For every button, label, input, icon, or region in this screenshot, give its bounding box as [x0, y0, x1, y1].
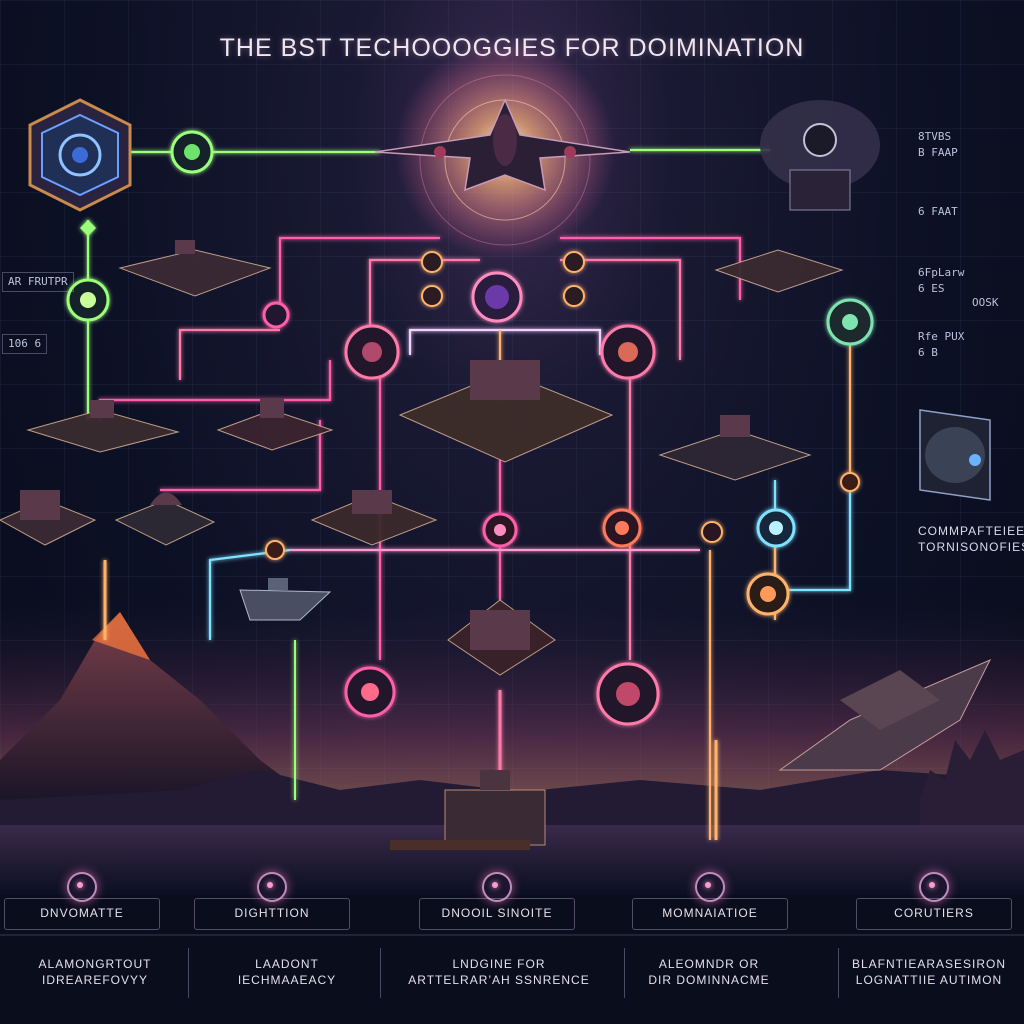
- category-label: DNOOIL SINOITE: [441, 906, 553, 920]
- hex-module-left: [28, 98, 132, 236]
- left-label-2: 106 6: [2, 334, 48, 354]
- category-frame: [194, 898, 350, 930]
- tech-nodes: [66, 130, 874, 726]
- separator: [380, 948, 381, 998]
- right-label-5: 6 ES: [918, 282, 945, 295]
- poster-title: THE BST TECHOOOGGIES FOR DOIMINATION: [219, 34, 805, 62]
- category-badge-icon: [257, 872, 287, 902]
- category-frame: [4, 898, 160, 930]
- right-label-2: B FAAP: [918, 146, 958, 159]
- description-2: LAADONT IECHMAAEACY: [192, 956, 382, 988]
- category-label: DIGHTTION: [234, 906, 310, 920]
- description-line1: BLAFNTIEARASESIRON: [851, 957, 1007, 971]
- category-label: CORUTIERS: [894, 906, 974, 920]
- connections: [86, 148, 852, 840]
- central-aircraft: [374, 98, 631, 192]
- right-label-1: 8TVBS: [918, 130, 952, 143]
- description-4: ALEOMNDR OR DIR DOMINNACME: [614, 956, 804, 988]
- battleship: [239, 578, 332, 621]
- top-right-device: [760, 100, 880, 211]
- right-label-3: 6 FAAT: [918, 205, 958, 218]
- right-module: [919, 409, 991, 501]
- category-label: DNVOMATTE: [40, 906, 124, 920]
- category-frame: [632, 898, 788, 930]
- category-momnaiatioe: MOMNAIATIOE: [628, 870, 792, 930]
- description-line2: IECHMAAEACY: [237, 973, 337, 987]
- description-line2: LOGNATTIIE AUTIMON: [855, 973, 1003, 987]
- left-label-1: AR FRUTPR: [2, 272, 74, 292]
- right-label-7: 6 B: [918, 346, 938, 359]
- category-label: MOMNAIATIOE: [662, 906, 758, 920]
- light-beams: [103, 560, 718, 840]
- city-silhouette: [920, 730, 1024, 840]
- right-note-line1: COMMPAFTEIEES: [918, 524, 1024, 538]
- right-note-line2: TORNISONOFIES: [918, 540, 1024, 554]
- category-badge-icon: [919, 872, 949, 902]
- separator: [624, 948, 625, 998]
- description-line1: LNDGINE FOR: [452, 957, 546, 971]
- category-badge-icon: [482, 872, 512, 902]
- starship-right: [778, 659, 992, 771]
- category-frame: [856, 898, 1012, 930]
- description-5: BLAFNTIEARASESIRON LOGNATTIIE AUTIMON: [834, 956, 1024, 988]
- description-1: ALAMONGRTOUT IDREAREFOVYY: [0, 956, 190, 988]
- platform-structures: [20, 240, 750, 650]
- category-dighttion: DIGHTTION: [190, 870, 354, 930]
- description-line1: ALEOMNDR OR: [658, 957, 760, 971]
- description-line2: DIR DOMINNACME: [648, 973, 770, 987]
- sea-fortress: [390, 770, 546, 850]
- category-badge-icon: [67, 872, 97, 902]
- separator: [838, 948, 839, 998]
- volcano: [0, 612, 300, 800]
- side-tag: OOSK: [972, 296, 999, 309]
- description-line2: IDREAREFOVYY: [41, 973, 149, 987]
- category-badge-icon: [695, 872, 725, 902]
- category-dnooil-sinoite: DNOOIL SINOITE: [415, 870, 579, 930]
- description-line1: LAADONT: [255, 957, 319, 971]
- right-label-4: 6FpLarw: [918, 266, 965, 279]
- category-dnvomatte: DNVOMATTE: [0, 870, 164, 930]
- category-frame: [419, 898, 575, 930]
- description-line1: ALAMONGRTOUT: [38, 957, 152, 971]
- category-corutiers: CORUTIERS: [852, 870, 1016, 930]
- separator: [188, 948, 189, 998]
- description-3: LNDGINE FOR ARTTELRAR’AH SSNRENCE: [404, 956, 594, 988]
- description-line2: ARTTELRAR’AH SSNRENCE: [408, 973, 590, 987]
- right-label-6: Rfe PUX: [918, 330, 965, 343]
